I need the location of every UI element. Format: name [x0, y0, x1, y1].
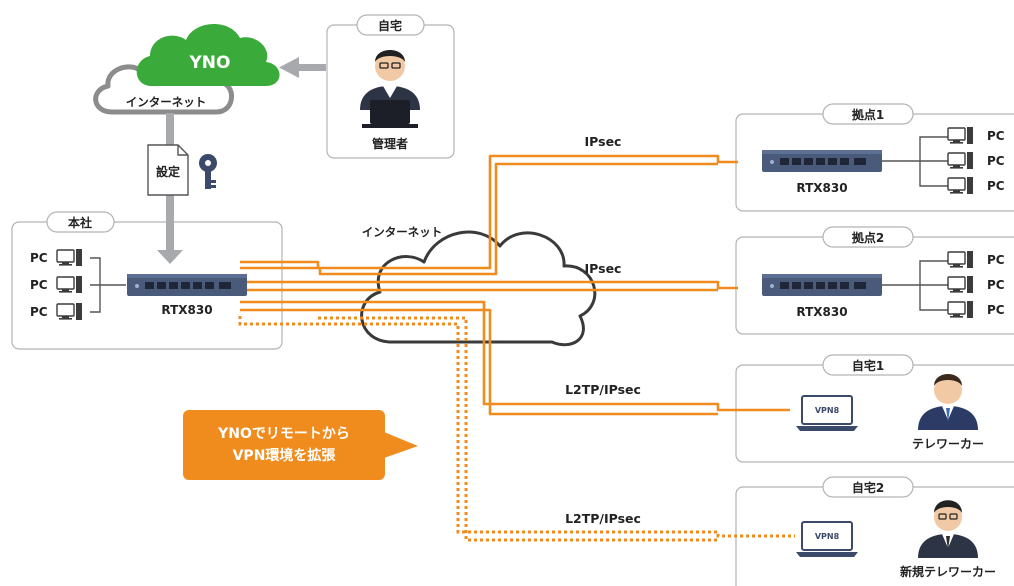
site1-title: 拠点1: [852, 107, 884, 122]
site1-pc-3-label: PC: [987, 179, 1005, 193]
link-l2tp-home1-inner: [318, 308, 718, 416]
home-admin-pill: [356, 14, 425, 36]
home1-laptop-label: VPN8: [815, 406, 840, 415]
admin-label: 管理者: [372, 136, 408, 151]
hq-router: [127, 274, 247, 296]
callout-bubble: [183, 410, 418, 480]
key-icon: [199, 154, 217, 189]
home-admin-title: 自宅: [378, 18, 402, 33]
yno-cloud-label: YNO: [189, 53, 231, 73]
site1-pc-links: [882, 136, 948, 187]
hq-pill: [46, 211, 115, 233]
home1-title: 自宅1: [852, 358, 884, 373]
link-l2tp-home1: [318, 300, 790, 412]
admin-person-icon: [360, 50, 420, 128]
hq-title: 本社: [68, 215, 92, 230]
link-l2tp-home2-inner: [318, 316, 718, 542]
home2-title: 自宅2: [852, 480, 884, 495]
link-ipsec-site2: [240, 280, 738, 290]
internet-cloud-center: [360, 230, 597, 347]
link-ipsec-site1: [240, 154, 738, 270]
hq-router-label: RTX830: [161, 303, 212, 317]
link-l2tp-home1-stub: [240, 300, 318, 312]
site2-title: 拠点2: [852, 230, 884, 245]
site2-pill: [822, 226, 914, 248]
site2-router-label: RTX830: [796, 305, 847, 319]
hq-pc-3-label: PC: [30, 305, 48, 319]
site2-pc-3-label: PC: [987, 303, 1005, 317]
config-document-label: 設定: [156, 164, 180, 179]
site1-router: [762, 150, 882, 172]
site2-pc-links: [882, 260, 948, 311]
home1-pill: [822, 354, 914, 376]
internet-cloud-top-label: インターネット: [126, 95, 207, 109]
home2-laptop-label: VPN8: [815, 532, 840, 541]
site2-pc-2-label: PC: [987, 278, 1005, 292]
hq-pc-2-label: PC: [30, 278, 48, 292]
config-arrow-head: [157, 250, 183, 264]
admin-to-yno-arrow-shaft: [298, 64, 326, 71]
site1-pc-1-label: PC: [987, 129, 1005, 143]
site2-pc-1-label: PC: [987, 253, 1005, 267]
home1-person-label: テレワーカー: [912, 437, 984, 451]
site1-router-label: RTX830: [796, 181, 847, 195]
link-label-l2tp-2: L2TP/IPsec: [565, 511, 641, 526]
hq-pc-links: [90, 257, 126, 313]
site2-router: [762, 274, 882, 296]
yno-cloud: [136, 23, 280, 86]
home2-person-icon: [918, 500, 978, 558]
link-ipsec-site1-inner: [240, 162, 718, 276]
home1-person-icon: [918, 374, 978, 430]
callout-line-1: YNOでリモートから: [217, 426, 350, 442]
internet-cloud-center-label: インターネット: [362, 225, 443, 239]
link-l2tp-home2: [238, 316, 795, 538]
home2-person-label: 新規テレワーカー: [900, 564, 996, 579]
link-label-ipsec-1: IPsec: [585, 134, 622, 149]
site1-pc-2-label: PC: [987, 154, 1005, 168]
link-label-l2tp-1: L2TP/IPsec: [565, 382, 641, 397]
admin-to-yno-arrow-head: [279, 57, 299, 78]
hq-pc-1-label: PC: [30, 251, 48, 265]
site1-pill: [822, 103, 914, 125]
home2-pill: [822, 476, 914, 498]
link-label-ipsec-2: IPsec: [585, 261, 622, 276]
config-document-icon: [147, 144, 189, 196]
callout-line-2: VPN環境を拡張: [233, 447, 337, 464]
